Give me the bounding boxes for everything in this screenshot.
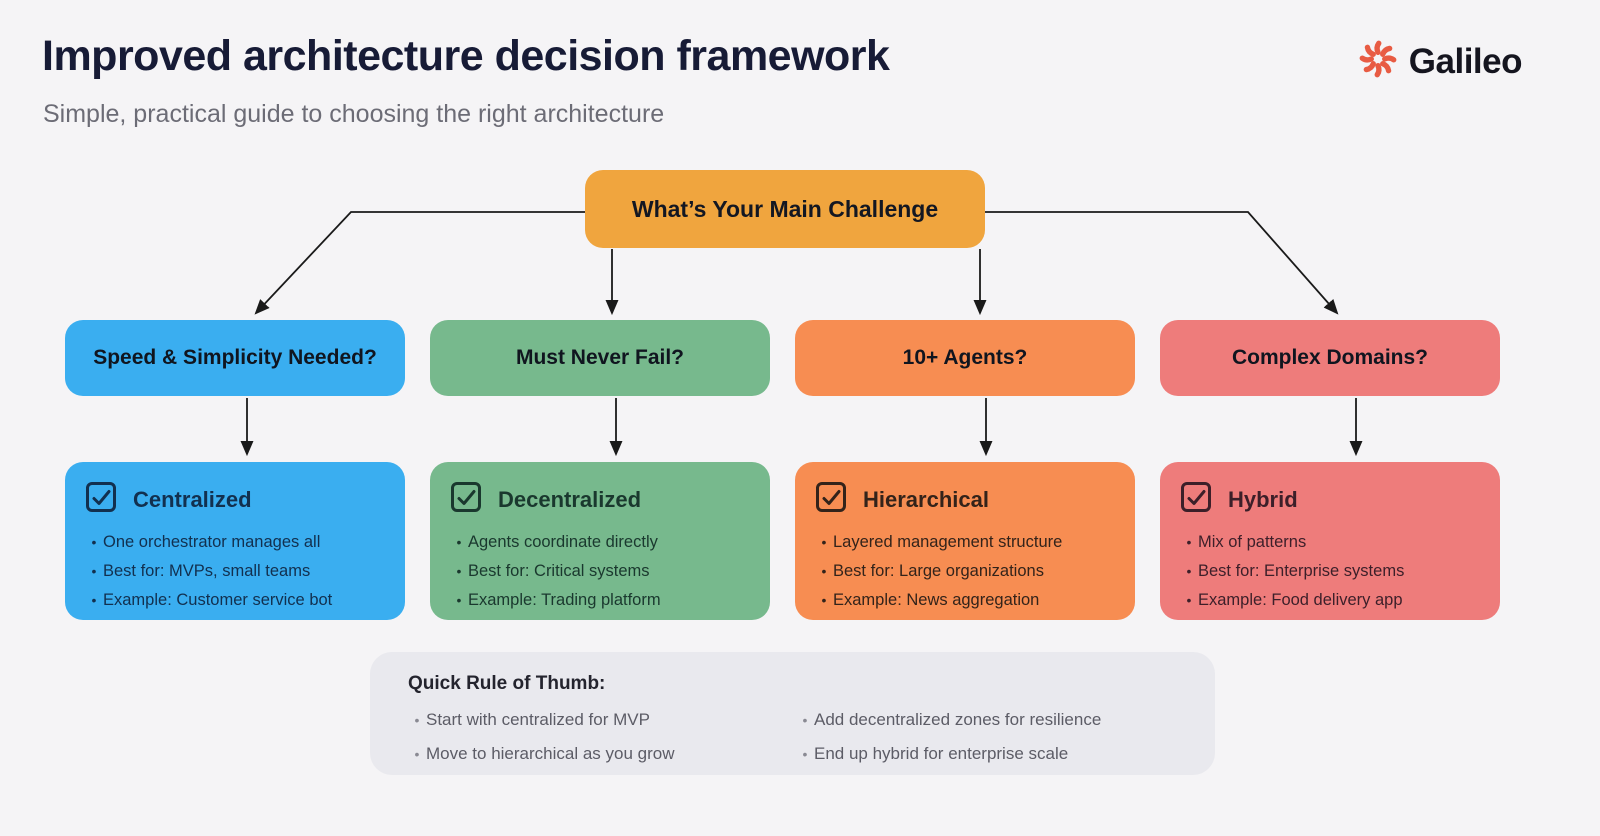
card-bullet: •Layered management structure [815,528,1115,557]
card-title: Decentralized [498,487,642,512]
card-bullet: •Best for: Critical systems [450,557,750,586]
card-centralized: Centralized •One orchestrator manages al… [65,462,405,620]
bullet-dot-icon: • [821,563,827,579]
bullet-dot-icon: • [456,592,462,608]
card-decentralized: Decentralized •Agents coordinate directl… [430,462,770,620]
card-bullet: •Mix of patterns [1180,528,1480,557]
bullet-dot-icon: • [91,534,97,550]
bullet-dot-icon: • [821,534,827,550]
rule-heading: Quick Rule of Thumb: [408,673,606,694]
checkbox-checked-icon [450,481,483,519]
card-bullet: •One orchestrator manages all [85,528,385,557]
rule-bullet: •Start with centralized for MVP [408,703,796,737]
rule-bullet: •Move to hierarchical as you grow [408,737,796,771]
bullet-dot-icon: • [1186,592,1192,608]
card-bullet: •Example: Food delivery app [1180,586,1480,615]
card-hybrid: Hybrid •Mix of patterns •Best for: Enter… [1160,462,1500,620]
card-bullet: •Best for: Large organizations [815,557,1115,586]
card-bullet: •Example: Customer service bot [85,586,385,615]
bullet-dot-icon: • [414,712,420,728]
card-bullet: •Example: Trading platform [450,586,750,615]
rule-column-right: •Add decentralized zones for resilience … [796,703,1215,771]
rule-bullet: •Add decentralized zones for resilience [796,703,1215,737]
bullet-dot-icon: • [1186,563,1192,579]
bullet-dot-icon: • [91,592,97,608]
question-node-complex-domains: Complex Domains? [1160,320,1500,396]
rule-bullet: •End up hybrid for enterprise scale [796,737,1215,771]
bullet-dot-icon: • [456,563,462,579]
root-node-main-challenge: What’s Your Main Challenge [585,170,985,248]
card-title: Hierarchical [863,487,989,512]
card-bullet: •Best for: MVPs, small teams [85,557,385,586]
bullet-dot-icon: • [91,563,97,579]
card-bullet: •Agents coordinate directly [450,528,750,557]
bullet-dot-icon: • [414,746,420,762]
question-node-speed-simplicity: Speed & Simplicity Needed? [65,320,405,396]
galileo-logo-text: Galileo [1408,41,1523,81]
bullet-dot-icon: • [821,592,827,608]
page-title: Improved architecture decision framework [42,32,890,80]
question-node-must-never-fail: Must Never Fail? [430,320,770,396]
page-subtitle: Simple, practical guide to choosing the … [43,100,665,128]
checkbox-checked-icon [815,481,848,519]
card-title: Hybrid [1228,487,1298,512]
galileo-burst-icon [1355,36,1401,87]
question-node-10-plus-agents: 10+ Agents? [795,320,1135,396]
bullet-dot-icon: • [1186,534,1192,550]
bullet-dot-icon: • [456,534,462,550]
card-title: Centralized [133,487,252,512]
card-bullet: •Example: News aggregation [815,586,1115,615]
galileo-logo: Galileo [1355,36,1523,87]
checkbox-checked-icon [1180,481,1213,519]
rule-column-left: •Start with centralized for MVP •Move to… [408,703,796,771]
card-hierarchical: Hierarchical •Layered management structu… [795,462,1135,620]
quick-rule-of-thumb-panel: Quick Rule of Thumb: •Start with central… [370,652,1215,775]
checkbox-checked-icon [85,481,118,519]
bullet-dot-icon: • [802,746,808,762]
card-bullet: •Best for: Enterprise systems [1180,557,1480,586]
bullet-dot-icon: • [802,712,808,728]
